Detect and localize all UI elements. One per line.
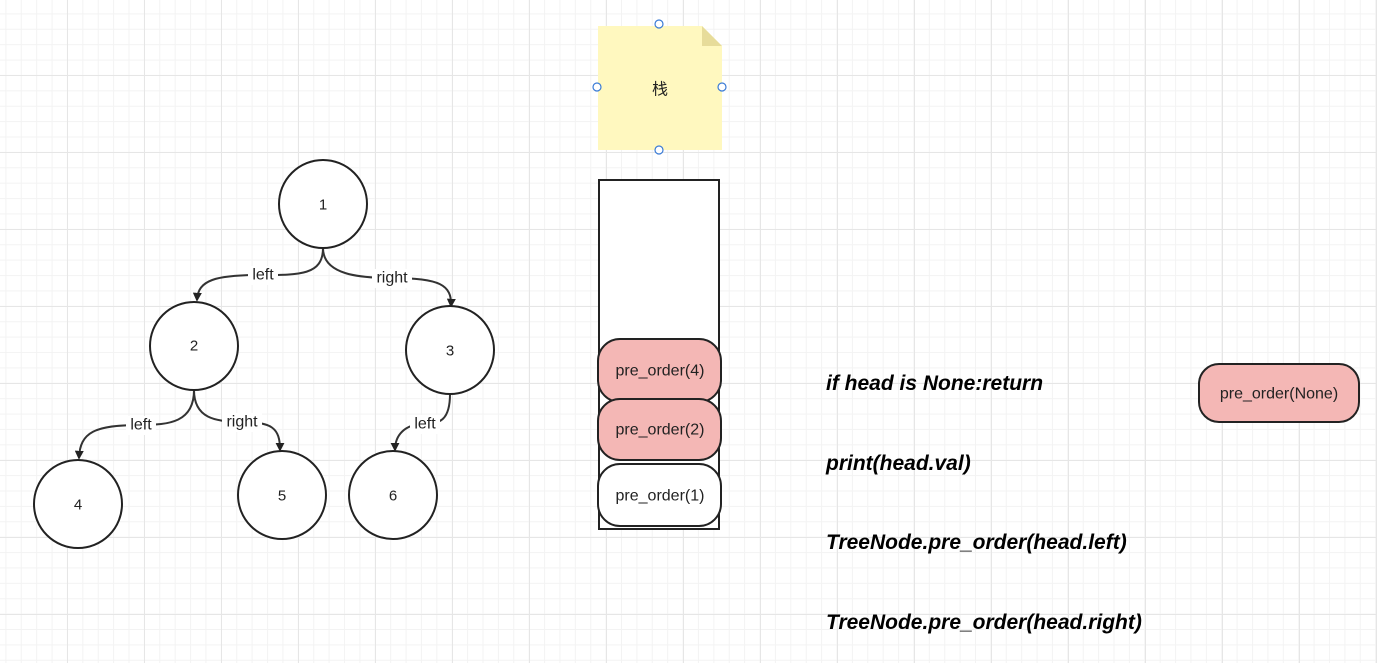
- selection-handle-left[interactable]: [592, 82, 602, 92]
- stack-note[interactable]: 栈: [592, 19, 727, 155]
- code-line-3: TreeNode.pre_order(head.left): [826, 531, 1127, 554]
- tree-node-1[interactable]: 1: [278, 159, 368, 249]
- stack-frame-top[interactable]: pre_order(4): [597, 338, 722, 403]
- diagram-canvas: left right left right left 1 2 3 4 5 6 栈: [33, 19, 1360, 549]
- tree-node-6-label: 6: [389, 488, 397, 505]
- tree-node-4[interactable]: 4: [33, 459, 123, 549]
- code-line-1: if head is None:return: [826, 372, 1044, 395]
- edge-label-1-2: left: [252, 267, 274, 284]
- tree-node-2-label: 2: [190, 338, 198, 355]
- stack-frame-middle-label: pre_order(2): [616, 422, 705, 439]
- tree-node-3-label: 3: [446, 343, 454, 360]
- stack-note-fold: [702, 26, 722, 46]
- stack-frame-bottom[interactable]: pre_order(1): [597, 463, 722, 527]
- stack-note-label: 栈: [652, 80, 668, 99]
- tree-node-4-label: 4: [74, 497, 82, 514]
- tree-node-6[interactable]: 6: [348, 450, 438, 540]
- side-frame[interactable]: pre_order(None): [1198, 363, 1360, 423]
- tree-node-5-label: 5: [278, 488, 286, 505]
- tree-node-1-label: 1: [319, 197, 327, 214]
- tree-edge-labels: left right left right left: [126, 266, 440, 435]
- edge-label-2-5: right: [226, 414, 258, 431]
- code-line-2: print(head.val): [826, 451, 971, 475]
- tree-node-2[interactable]: 2: [149, 301, 239, 391]
- tree-node-5[interactable]: 5: [237, 450, 327, 540]
- stack-note-body[interactable]: [598, 26, 722, 150]
- edge-label-1-3: right: [376, 270, 408, 287]
- code-block[interactable]: if head is None:return print(head.val) T…: [826, 318, 1142, 663]
- code-line-4: TreeNode.pre_order(head.right): [826, 610, 1142, 634]
- side-frame-label: pre_order(None): [1220, 386, 1338, 403]
- selection-handle-top[interactable]: [654, 19, 664, 29]
- stack-frame-middle[interactable]: pre_order(2): [597, 398, 722, 461]
- edge-label-2-4: left: [130, 417, 152, 434]
- stack-frame-bottom-label: pre_order(1): [616, 488, 705, 505]
- edge-label-3-6: left: [414, 416, 436, 433]
- selection-handle-bottom[interactable]: [654, 145, 664, 155]
- stack-frame-top-label: pre_order(4): [616, 363, 705, 380]
- tree-node-3[interactable]: 3: [405, 305, 495, 395]
- selection-handle-right[interactable]: [717, 82, 727, 92]
